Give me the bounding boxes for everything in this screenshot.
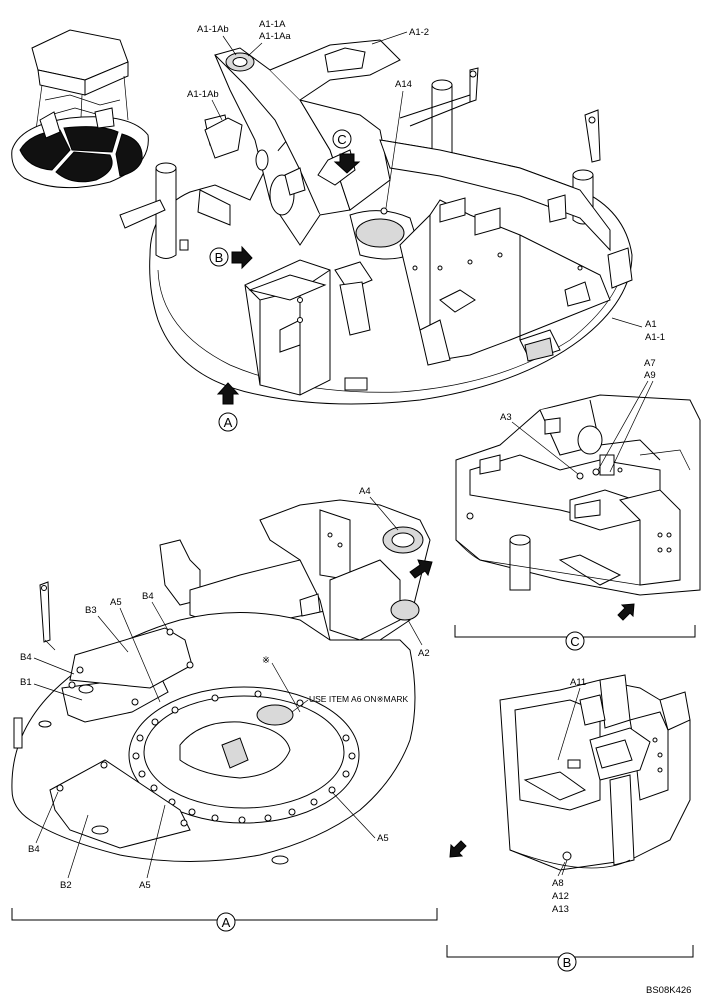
svg-text:C: C	[337, 132, 346, 147]
view-b-marker-top: B	[209, 245, 253, 270]
label-a1-1a: A1-1A	[259, 19, 286, 30]
detail-view-c: A7 A9 A3 C	[454, 358, 701, 651]
label-a4: A4	[359, 486, 371, 497]
svg-text:B: B	[215, 250, 224, 265]
label-a9: A9	[644, 370, 656, 381]
label-a5-top: A5	[110, 597, 122, 608]
label-b2: B2	[60, 880, 72, 891]
label-a14: A14	[395, 79, 412, 90]
detail-view-b: A11 A8 A12 A13 B	[446, 674, 694, 972]
label-a1-2: A1-2	[409, 27, 429, 38]
label-a2: A2	[418, 648, 430, 659]
label-a1-1ab-left: A1-1Ab	[187, 89, 219, 100]
label-a8: A8	[552, 878, 564, 889]
view-b-direction-arrow	[449, 840, 467, 858]
label-a12: A12	[552, 891, 569, 902]
label-a1-1: A1-1	[645, 332, 665, 343]
detail-view-a: A4 A2 B3 A5 B4 B4 B1 ※ USE ITEM A6 ON※MA…	[11, 486, 438, 932]
label-a13: A13	[552, 904, 569, 915]
machine-thumbnail	[11, 29, 149, 189]
view-c-marker-top: C	[332, 129, 361, 174]
view-b-label: B	[563, 955, 572, 970]
label-mark: ※	[262, 655, 270, 666]
view-a-label: A	[222, 915, 231, 930]
label-a7: A7	[644, 358, 656, 369]
label-b3: B3	[85, 605, 97, 616]
upper-frame-assembly	[119, 39, 633, 405]
view-c-direction-arrow	[617, 603, 635, 621]
view-a-marker-top: A	[216, 382, 240, 432]
label-a1: A1	[645, 319, 657, 330]
label-a11: A11	[570, 677, 586, 688]
post-left	[155, 167, 177, 259]
cover-b2	[49, 759, 191, 849]
label-a1-1ab-top: A1-1Ab	[197, 24, 229, 35]
drawing-code: BS08K426	[646, 985, 691, 996]
svg-text:A: A	[224, 415, 233, 430]
label-use-item: USE ITEM A6 ON※MARK	[309, 694, 409, 704]
label-b4-top: B4	[142, 591, 154, 602]
label-b4-left: B4	[20, 652, 32, 663]
top-callouts: A1-1Ab A1-1A A1-1Aa A1-2 A1-1Ab A14 A1 A…	[187, 19, 665, 432]
ring-bolts	[132, 690, 356, 824]
label-b4-bottom: B4	[28, 844, 40, 855]
label-a5-right: A5	[377, 833, 389, 844]
view-c-label: C	[570, 634, 579, 649]
label-b1: B1	[20, 677, 32, 688]
label-a1-1aa: A1-1Aa	[259, 31, 291, 42]
label-a3: A3	[500, 412, 512, 423]
label-a5-bottom: A5	[139, 880, 151, 891]
